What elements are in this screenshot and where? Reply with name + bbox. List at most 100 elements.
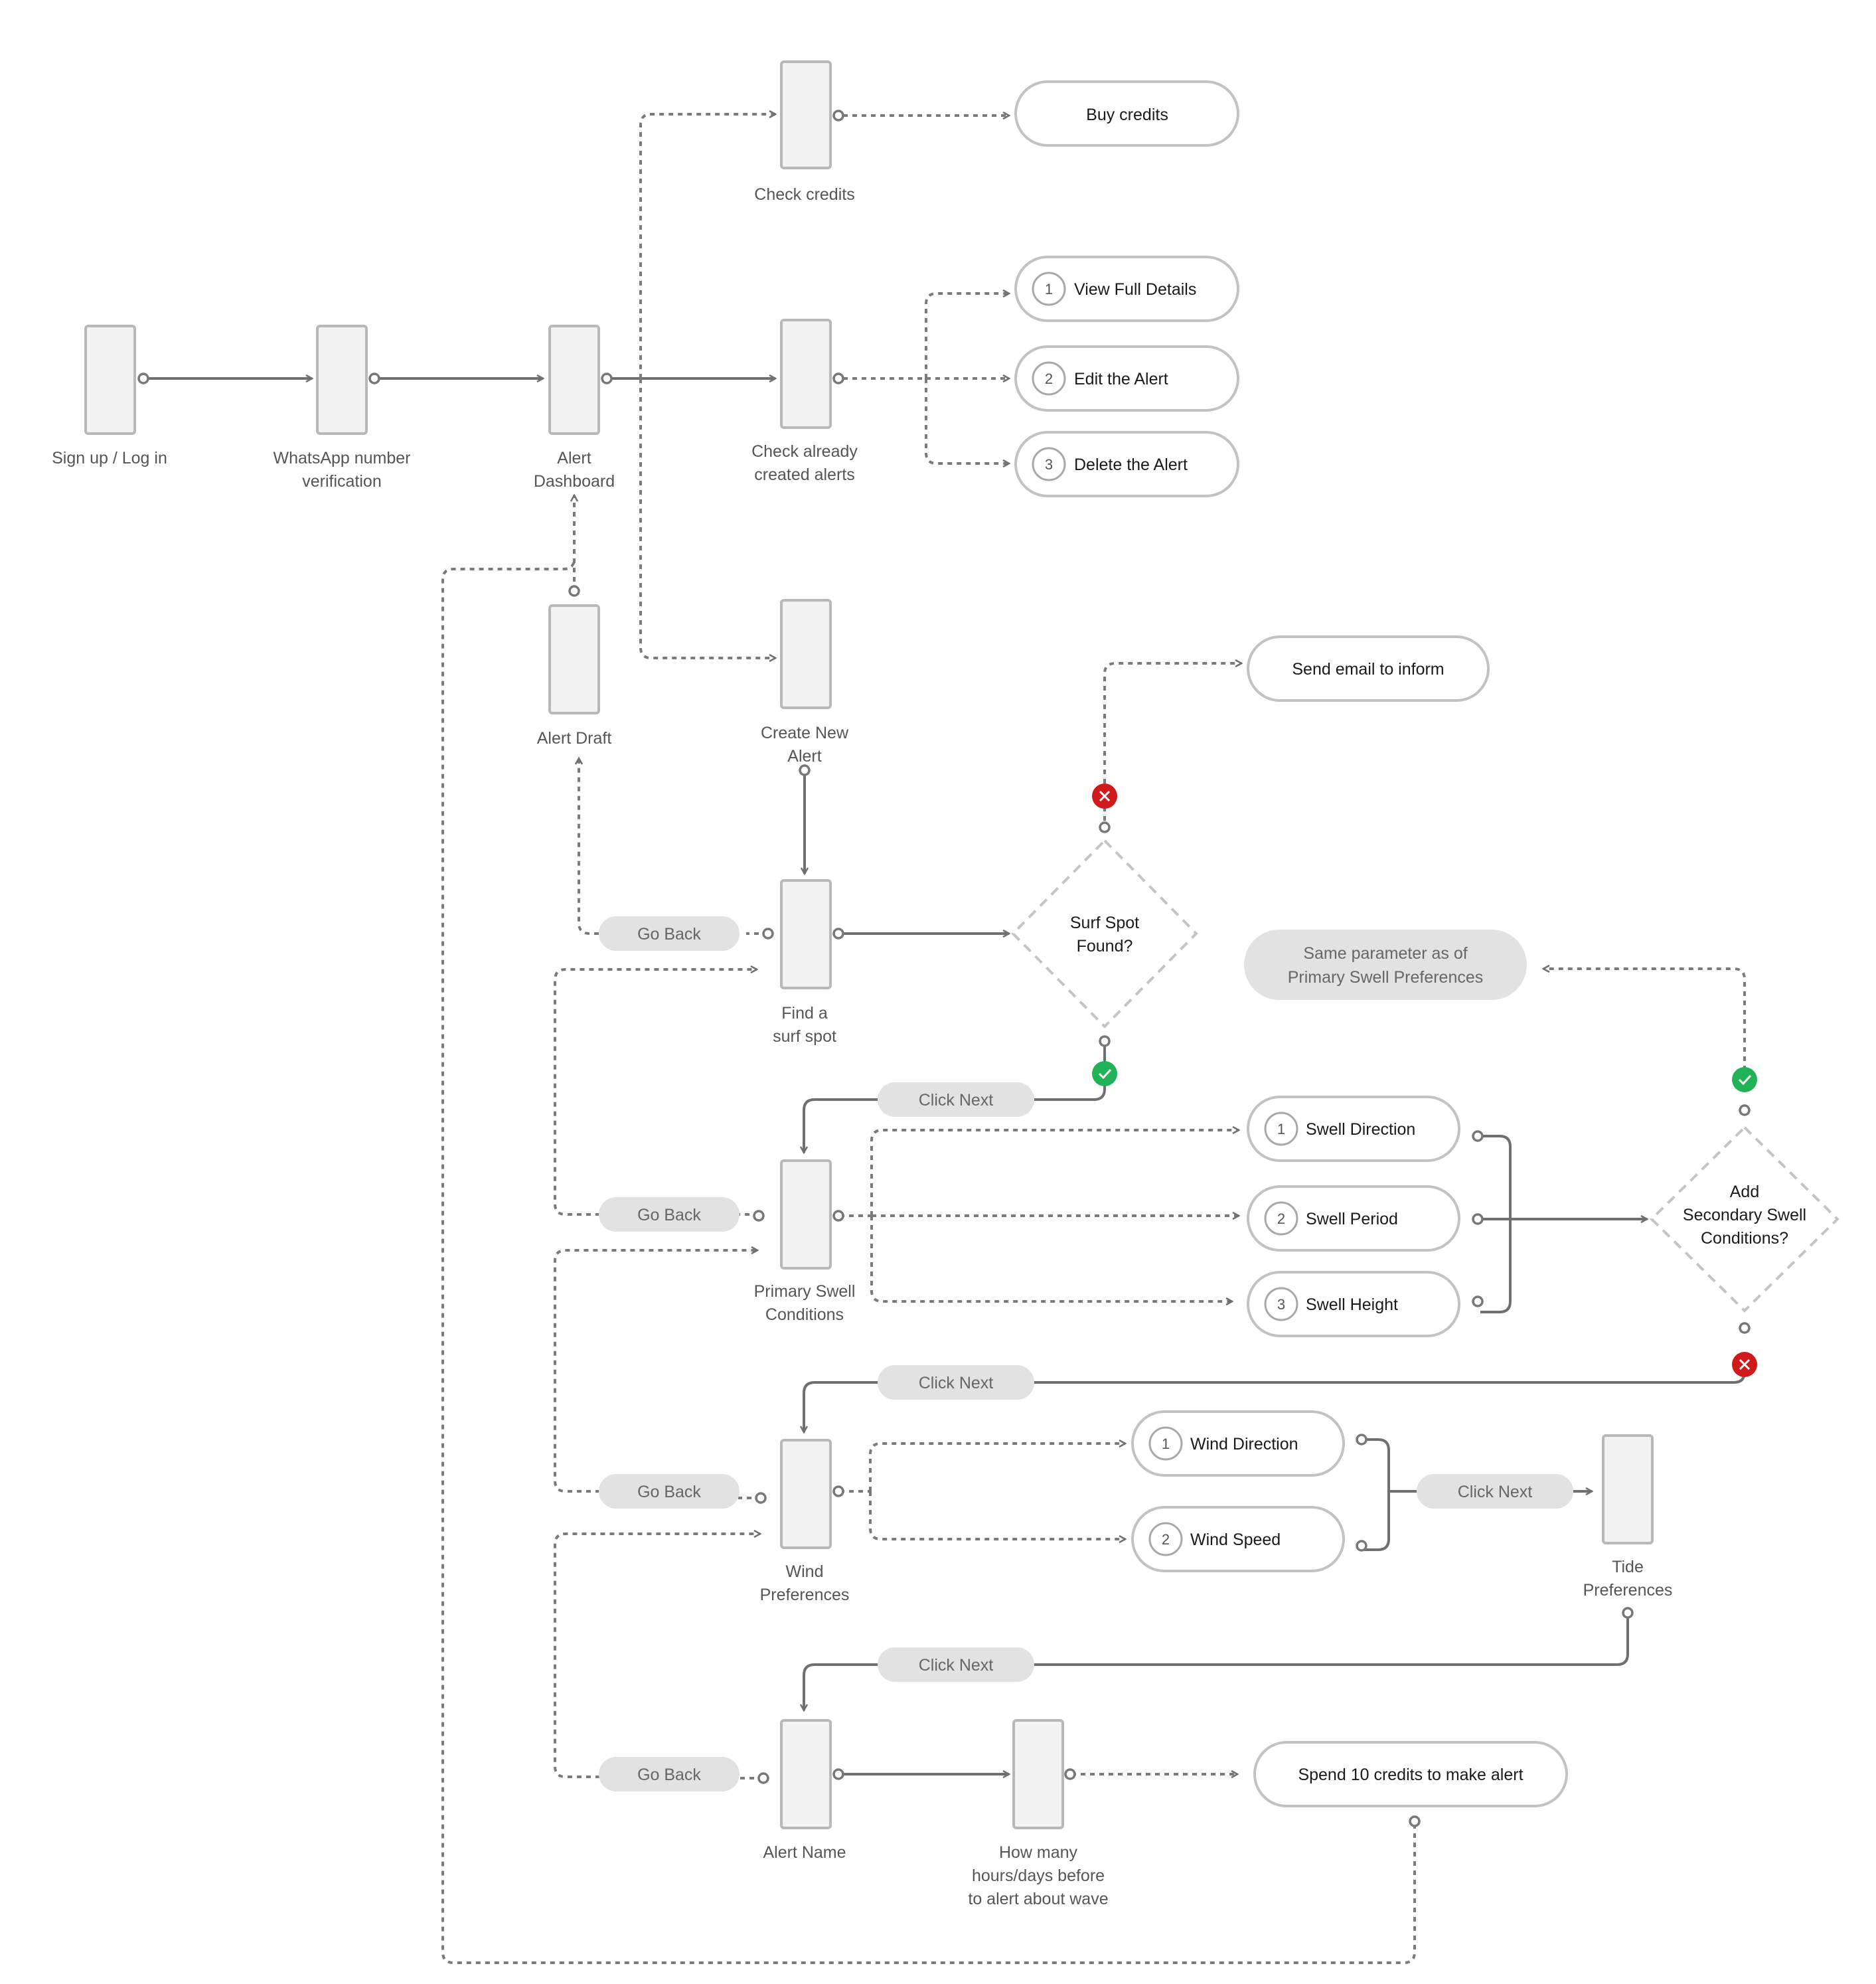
swell-height-number: 3 [1277, 1296, 1285, 1313]
port-circle [1099, 821, 1111, 833]
click-next-label: Click Next [919, 1656, 994, 1675]
port-circle [832, 1485, 844, 1497]
screens [84, 60, 1654, 1829]
label-how-many-line1: How many [999, 1843, 1078, 1862]
step-number-circle [1264, 1112, 1298, 1146]
label-signup: Sign up / Log in [52, 449, 167, 467]
connectors [146, 114, 1746, 1964]
screen-check-alerts[interactable] [780, 319, 832, 429]
port-circle [755, 1492, 767, 1504]
click-next-button-secondary[interactable] [878, 1365, 1034, 1400]
label-check-alerts-line2: created alerts [754, 465, 854, 484]
wind-direction-button[interactable] [1131, 1410, 1345, 1477]
swell-height-label: Swell Height [1306, 1295, 1398, 1314]
label-tide-prefs-line1: Tide [1612, 1558, 1644, 1576]
delete-alert-button[interactable] [1014, 431, 1239, 497]
screen-how-many[interactable] [1012, 1719, 1064, 1829]
go-back-button-name[interactable] [599, 1757, 740, 1791]
swell-period-label: Swell Period [1306, 1210, 1398, 1228]
connector-dashboard-create-alert [639, 378, 775, 658]
decision-surf-spot-line1: Surf Spot [1070, 914, 1139, 932]
connector-surfspot-email [1103, 663, 1241, 830]
label-check-credits: Check credits [754, 185, 854, 204]
port-circle [799, 764, 811, 776]
go-back-label: Go Back [637, 925, 701, 944]
label-check-alerts-line1: Check already [751, 442, 858, 461]
screen-whatsapp[interactable] [316, 325, 368, 435]
port-circle [1739, 1322, 1751, 1334]
port-circle [832, 1210, 844, 1222]
connector-tide-alertname [804, 1615, 1629, 1710]
click-next-button-tide[interactable] [878, 1647, 1034, 1682]
send-email-button[interactable] [1247, 635, 1490, 702]
buy-credits-button[interactable] [1014, 80, 1239, 147]
step-number-circle [1032, 447, 1066, 481]
swell-period-number: 2 [1277, 1210, 1285, 1227]
ports [137, 110, 1751, 1827]
yes-check-icon [1092, 1061, 1117, 1086]
screen-primary-swell[interactable] [780, 1159, 832, 1270]
view-details-button[interactable] [1014, 256, 1239, 322]
label-wind-prefs-line1: Wind [786, 1562, 824, 1581]
edit-alert-button[interactable] [1014, 345, 1239, 412]
step-number-circle [1148, 1522, 1183, 1556]
screen-alert-draft[interactable] [548, 604, 600, 714]
decisions: Surf Spot Found? Add Secondary Swell Con… [1011, 839, 1839, 1313]
no-x-icon [1092, 784, 1117, 809]
connector-wind-direction [869, 1444, 1125, 1491]
click-next-button-spot[interactable] [878, 1082, 1034, 1117]
connector-primary-direction [870, 1130, 1239, 1216]
swell-period-button[interactable] [1247, 1185, 1460, 1252]
buy-credits-label: Buy credits [1086, 106, 1168, 124]
no-x-icon [1732, 1352, 1757, 1377]
screen-tide-prefs[interactable] [1602, 1434, 1654, 1544]
delete-alert-label: Delete the Alert [1074, 455, 1188, 474]
decision-secondary-line1: Add [1730, 1183, 1759, 1201]
screen-wind-prefs[interactable] [780, 1439, 832, 1549]
connector-wind-speed [869, 1491, 1125, 1539]
screen-find-spot[interactable] [780, 879, 832, 989]
swell-height-button[interactable] [1247, 1271, 1460, 1337]
label-find-spot-line2: surf spot [773, 1027, 836, 1046]
step-number-circle [1264, 1201, 1298, 1236]
port-circle [832, 928, 844, 940]
step-number-circle [1148, 1426, 1183, 1461]
label-dashboard-line2: Dashboard [534, 472, 615, 491]
action-pills: Buy credits 1 View Full Details 2 Edit t… [1014, 80, 1568, 1807]
label-primary-swell-line2: Conditions [765, 1305, 844, 1324]
screen-alert-name[interactable] [780, 1719, 832, 1829]
swell-direction-button[interactable] [1247, 1096, 1460, 1162]
same-parameter-line2: Primary Swell Preferences [1288, 968, 1484, 987]
go-back-label: Go Back [637, 1206, 701, 1224]
go-back-button-primary[interactable] [599, 1197, 740, 1232]
connector-dashboard-check-credits [639, 114, 775, 378]
screen-create-alert[interactable] [780, 599, 832, 709]
wind-direction-label: Wind Direction [1190, 1435, 1298, 1453]
spend-credits-button[interactable] [1253, 1741, 1568, 1807]
connector-wind-merge-bracket [1364, 1438, 1390, 1551]
decision-secondary-line3: Conditions? [1701, 1229, 1788, 1248]
go-back-label: Go Back [637, 1483, 701, 1501]
connector-primary-goback-find [554, 969, 757, 1216]
connector-secondary-same [1543, 969, 1746, 1080]
connector-wind-goback-primary [554, 1250, 757, 1493]
port-circle [368, 372, 380, 384]
status-icons [1092, 784, 1757, 1377]
port-circle [1064, 1768, 1076, 1780]
label-wind-prefs-line2: Preferences [760, 1586, 850, 1604]
swell-direction-number: 1 [1277, 1121, 1285, 1137]
delete-alert-number: 3 [1045, 456, 1053, 473]
connector-alerts-view [925, 293, 1009, 378]
go-back-button-wind[interactable] [599, 1474, 740, 1509]
port-circle [1739, 1104, 1751, 1116]
port-circle [568, 585, 580, 597]
screen-check-credits[interactable] [780, 60, 832, 169]
wind-speed-button[interactable] [1131, 1506, 1345, 1572]
port-circle [1356, 1434, 1368, 1446]
port-circle [1472, 1213, 1484, 1225]
screen-dashboard[interactable] [548, 325, 600, 435]
go-back-button-find[interactable] [599, 916, 740, 951]
screen-signup[interactable] [84, 325, 136, 435]
wind-direction-number: 1 [1162, 1436, 1170, 1452]
click-next-button-wind[interactable] [1417, 1474, 1573, 1509]
